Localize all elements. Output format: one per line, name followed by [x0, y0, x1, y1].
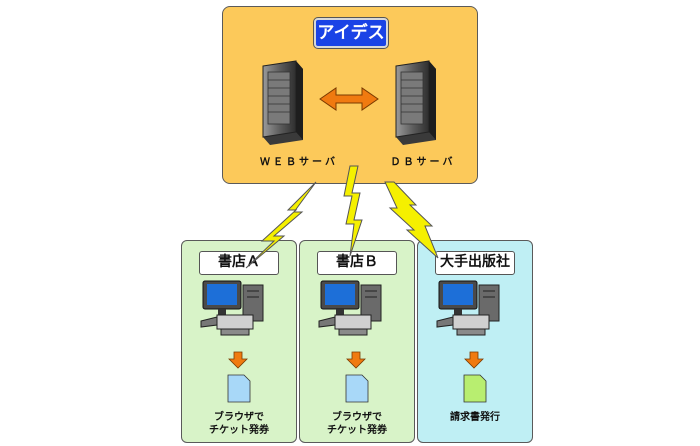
lightning-bolt-icon: [245, 181, 317, 269]
caption-line: チケット発券: [327, 425, 387, 436]
web-server-label: ＷＥＢサーバ: [260, 157, 338, 168]
document-icon: [463, 374, 487, 403]
db-server-icon: [395, 60, 436, 145]
client-caption: ブラウザで チケット発券: [182, 411, 296, 437]
workstation-icon: [200, 280, 264, 336]
caption-line: 請求書発行: [450, 412, 500, 423]
caption-line: チケット発券: [209, 425, 269, 436]
caption-line: ブラウザで: [332, 412, 382, 423]
down-arrow-icon: [464, 351, 484, 369]
client-title: 大手出版社: [435, 251, 515, 275]
lightning-bolt-icon: [343, 165, 363, 257]
lightning-bolt-icon: [384, 181, 439, 259]
web-server-icon: [262, 60, 303, 145]
client-box-publisher: 大手出版社 請求書発行: [417, 240, 533, 443]
client-caption: 請求書発行: [418, 411, 532, 424]
client-title: 書店Ａ: [199, 251, 279, 275]
server-group-title: アイデス: [314, 18, 388, 48]
down-arrow-icon: [228, 351, 248, 369]
client-title: 書店Ｂ: [317, 251, 397, 275]
caption-line: ブラウザで: [214, 412, 264, 423]
down-arrow-icon: [346, 351, 366, 369]
client-caption: ブラウザで チケット発券: [300, 411, 414, 437]
workstation-icon: [318, 280, 382, 336]
document-icon: [227, 374, 251, 403]
client-box-store-b: 書店Ｂ ブラウザで チケット発券: [299, 240, 415, 443]
db-server-label: ＤＢサーバ: [390, 157, 456, 168]
document-icon: [345, 374, 369, 403]
bidirectional-arrow-icon: [319, 87, 379, 111]
workstation-icon: [436, 280, 500, 336]
client-box-store-a: 書店Ａ ブラウザで チケット発券: [181, 240, 297, 443]
